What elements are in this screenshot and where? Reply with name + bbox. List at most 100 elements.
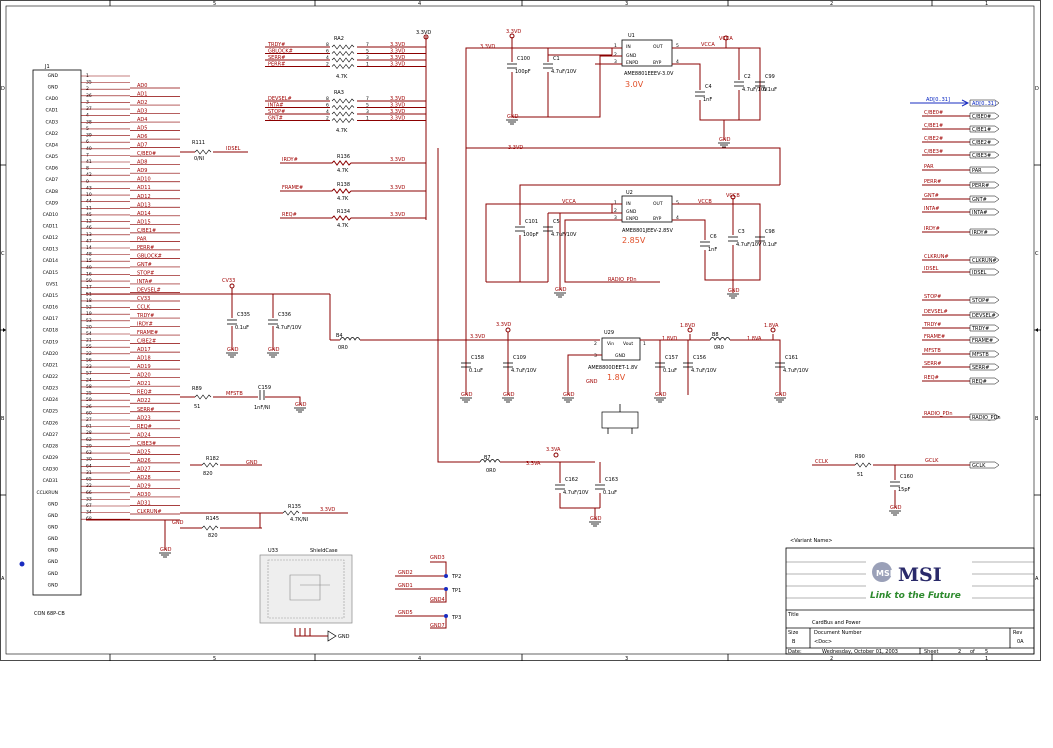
port-net-12: STOP# — [924, 294, 941, 300]
port-flag-label-15: FRAME# — [972, 338, 993, 344]
port-flag-14 — [969, 324, 1000, 332]
j1-left-pin-11: CAD9 — [45, 200, 58, 206]
u2-pinnum-2: 2 — [614, 208, 617, 214]
port-stop: STOP#STOP# — [922, 294, 1000, 304]
port-net-15: FRAME# — [924, 334, 945, 340]
r145-gnd: GND — [172, 520, 184, 526]
cap-ref-12: C159 — [258, 385, 271, 391]
j1-net-ad22-37: AD22 — [137, 398, 151, 404]
j1-net-ad1-1: AD1 — [137, 92, 147, 98]
ra-value-0: 4.7K — [336, 74, 348, 80]
ra-zigzag-0-0 — [331, 44, 355, 50]
port-flag-17 — [969, 363, 1000, 371]
cap-ref-0: C100 — [517, 56, 530, 62]
j1-left-pin-36: CCLKRUN — [36, 490, 58, 496]
date-value: Wednesday, October 01, 2003 — [822, 649, 898, 655]
rev-value: 0A — [1017, 639, 1024, 645]
port-net-3: C/BE2# — [924, 136, 943, 142]
ground-symbol: GND — [562, 392, 575, 403]
j1-left-pin-3: CAD1 — [45, 108, 58, 114]
j1-net-c-be2-30: C/BE2# — [137, 339, 156, 345]
port-net-17: SERR# — [924, 361, 941, 367]
j1-net-clkrun-50: CLKRUN# — [137, 509, 162, 515]
ra-pin-r-1-3: 1 — [366, 116, 369, 122]
border-col-4-top: 4 — [418, 1, 421, 7]
border-col-3-bottom: 3 — [625, 656, 628, 662]
port-net-14: TRDY# — [923, 322, 941, 328]
j1-left-pin-44: GND — [48, 582, 59, 588]
port-clkrun: CLKRUN#CLKRUN# — [922, 254, 1000, 264]
cap-value-14: 4.7uF/10V — [511, 368, 537, 374]
port-perr: PERR#PERR# — [922, 179, 1000, 189]
ground-symbol: GND — [226, 347, 239, 358]
border-row-d-left: D — [1, 86, 5, 92]
pullup-rail-0: 3.3VD — [390, 157, 405, 163]
ground-symbol: GND — [502, 392, 515, 403]
resistor-r135-symbol — [282, 510, 300, 516]
port-flag-label-3: C/BE2# — [972, 140, 991, 146]
resistor-r182-symbol — [201, 462, 219, 468]
ra-ref-1: RA3 — [334, 90, 344, 96]
ra-net-inta: INTA# — [268, 103, 284, 109]
port-flag-8 — [969, 208, 1000, 216]
j1-left-pin-18: GVS1 — [46, 281, 58, 287]
ra-pin-l-0-2: 4 — [326, 55, 329, 61]
mfstb-net: MFSTB — [226, 391, 243, 397]
tp2-net: GND2 — [398, 570, 413, 576]
ra-pin-l-1-1: 6 — [326, 103, 329, 109]
port-flag-15 — [969, 336, 1000, 344]
r90-ref: R90 — [855, 454, 865, 460]
j1-net-par-18: PAR — [137, 236, 147, 242]
port-net-6: PERR# — [924, 179, 941, 185]
u1-rail-3v3: 3.3VD — [508, 145, 523, 151]
port-c-be1: C/BE1#C/BE1# — [922, 123, 1000, 133]
ground-symbol: GND — [774, 392, 787, 403]
j1-left-pin-2: CAD0 — [45, 96, 58, 102]
port-flag-label-16: MFSTB — [972, 352, 989, 358]
j1-left-pin-27: CAD23 — [43, 386, 59, 392]
border-col-5-bottom: 5 — [213, 656, 216, 662]
gnd-label-9: GND — [563, 392, 575, 398]
ra-pin-l-0-1: 6 — [326, 49, 329, 55]
u2-pinnum-4: 4 — [676, 215, 679, 221]
cap-value-13: 0.1uF — [469, 368, 483, 374]
cap-value-4: 0.1uF — [763, 87, 777, 93]
sheet-total: 5 — [985, 649, 988, 655]
j1-net-cv33-25: CV33 — [137, 296, 150, 302]
border-col-4-bottom: 4 — [418, 656, 421, 662]
port-flag-gclk — [969, 461, 1000, 469]
misc-resistors: R111 0/NI IDSEL R89 51 MFSTB R182 820 GN… — [86, 140, 939, 550]
port-flag-19 — [969, 413, 1000, 421]
u2-output-voltage: 2.85V — [622, 236, 646, 245]
port-irdy: IRDY#IRDY# — [922, 226, 1000, 236]
shield-ref: U33 — [268, 548, 278, 554]
ra-rail-1-2: 3.3VD — [390, 109, 405, 115]
j1-net-stop-22: STOP# — [137, 270, 154, 276]
u29-gnd-net: GND — [586, 379, 598, 385]
cap-ref-9: C98 — [765, 229, 775, 235]
border-row-a-right: A — [1035, 576, 1039, 582]
pullup-rail-2: 3.3VD — [390, 212, 405, 218]
port-flag-label-14: TRDY# — [971, 326, 989, 332]
u2-pinnum-5: 5 — [676, 200, 679, 206]
u29-pinnum-1: 1 — [643, 341, 646, 347]
bus-label: AD[0..31] — [926, 97, 950, 103]
ra-pin-r-1-1: 5 — [366, 103, 369, 109]
ra-net-devsel: DEVSEL# — [268, 96, 292, 102]
ra-zigzag-0-1 — [331, 51, 355, 56]
j1-left-pin-25: CAD21 — [43, 362, 59, 368]
port-flag-16 — [969, 350, 1000, 358]
cap-value-20: 15pF — [898, 487, 911, 493]
cap-ref-13: C158 — [471, 355, 484, 361]
gnd-label-3: GND — [728, 288, 740, 294]
u1-out-net-label: VCCA — [719, 36, 733, 42]
u1-in-rail-top: 3.3VD — [506, 29, 521, 35]
j1-net-ad5-5: AD5 — [137, 126, 147, 132]
ra-zigzag-0-2 — [331, 57, 355, 63]
cap-ref-2: C4 — [705, 84, 712, 90]
